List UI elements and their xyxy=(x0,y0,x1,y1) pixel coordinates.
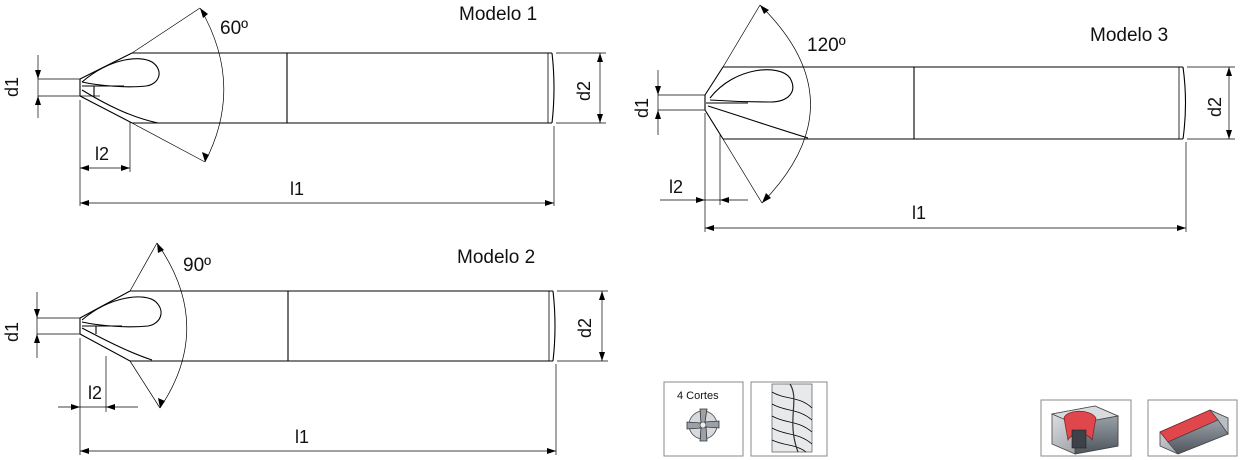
model-title: Modelo 2 xyxy=(457,247,535,268)
dimension-l2: l2 xyxy=(660,113,748,232)
l2-label: l2 xyxy=(669,177,683,197)
tool-outline xyxy=(79,290,556,362)
angle-dimension: 120º xyxy=(722,4,846,204)
tool-drawing-model-3: d1 d2 l2 l1 xyxy=(632,4,1235,232)
l1-label: l1 xyxy=(290,179,304,199)
tool-drawing-model-2: d1 d2 l2 l1 xyxy=(2,242,608,455)
helical-flute-icon xyxy=(750,381,828,457)
dimension-l2: l2 xyxy=(58,338,138,455)
tool-drawing-model-1: d1 d2 l2 l1 xyxy=(2,4,606,206)
dimension-d2: d2 xyxy=(1187,66,1235,140)
model-title: Modelo 1 xyxy=(459,4,537,25)
tool-outline xyxy=(79,52,555,124)
dimension-d2: d2 xyxy=(557,290,608,362)
l2-label: l2 xyxy=(95,144,109,164)
d2-label: d2 xyxy=(1205,97,1225,117)
dimension-d1: d1 xyxy=(2,292,80,358)
d1-label: d1 xyxy=(632,98,652,118)
d1-label: d1 xyxy=(2,322,22,342)
inner-chamfer-workpiece-icon xyxy=(1040,399,1132,457)
model-title: Modelo 3 xyxy=(1090,25,1168,46)
tool-outline xyxy=(704,66,1187,140)
angle-label: 90º xyxy=(183,255,211,276)
angle-dimension: 90º xyxy=(129,242,211,409)
d2-label: d2 xyxy=(575,318,595,338)
angle-label: 60º xyxy=(220,18,248,39)
dimension-l1: l1 xyxy=(705,142,1187,232)
dimension-l1: l1 xyxy=(80,126,555,206)
l1-label: l1 xyxy=(912,203,926,223)
dimension-d1: d1 xyxy=(2,55,80,118)
dimension-l2: l2 xyxy=(79,100,131,206)
angle-label: 120º xyxy=(807,35,846,56)
edge-chamfer-workpiece-icon xyxy=(1147,399,1238,457)
dimension-l1: l1 xyxy=(80,364,557,455)
cuts-label: 4 Cortes xyxy=(677,390,719,402)
dimension-d1: d1 xyxy=(632,70,705,135)
d2-label: d2 xyxy=(574,81,594,101)
angle-dimension: 60º xyxy=(131,7,248,163)
dimension-d2: d2 xyxy=(556,52,606,124)
l2-label: l2 xyxy=(88,383,102,403)
four-flute-cross-section-icon: 4 Cortes xyxy=(663,381,744,457)
l1-label: l1 xyxy=(295,427,309,447)
d1-label: d1 xyxy=(2,77,22,97)
